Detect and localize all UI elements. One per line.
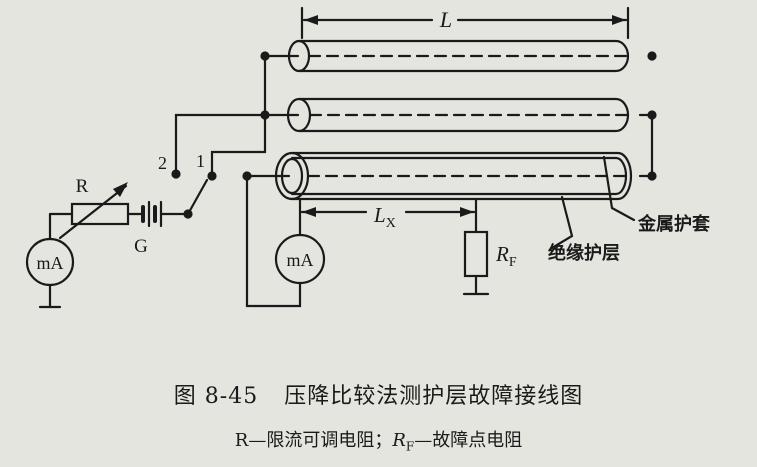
switch-blade <box>186 178 209 216</box>
legend-rf-subscript: F <box>405 439 415 454</box>
meter-left-label: mA <box>37 253 64 273</box>
insulation-label: 绝缘护层 <box>548 242 620 264</box>
variable-resistor-r: R <box>48 176 130 241</box>
rf-label: RF <box>495 242 517 270</box>
meter-right-label: mA <box>287 250 314 270</box>
annotations: 金属护套 绝缘护层 <box>548 155 710 264</box>
lx-label: LX <box>373 203 396 231</box>
switch-pos-1-label: 1 <box>196 151 205 171</box>
switch-pos-2-label: 2 <box>158 153 167 173</box>
left-milliammeter: mA <box>25 237 75 309</box>
selector-switch: 2 1 <box>158 54 267 219</box>
far-end-jumper <box>638 113 654 178</box>
wiring-diagram: L 2 1 <box>25 6 710 309</box>
right-milliammeter: mA <box>245 174 326 308</box>
cable-top <box>260 39 657 73</box>
battery-g: G <box>126 200 190 257</box>
legend-rf-desc: —故障点电阻 <box>414 430 523 451</box>
length-label: L <box>439 7 452 32</box>
resistor-label: R <box>76 176 89 197</box>
fault-resistor-rf: RF <box>462 197 517 296</box>
figure-caption-legend: R—限流可调电阻；RF—故障点电阻 <box>0 426 757 454</box>
battery-label: G <box>134 236 148 257</box>
legend-rf-symbol: R <box>392 430 406 451</box>
length-dimension: L <box>300 6 630 40</box>
figure-number: 图 8-45 <box>173 384 259 409</box>
cable-bottom <box>242 151 657 201</box>
figure-title: 压降比较法测护层故障接线图 <box>284 384 584 409</box>
cable-middle <box>260 97 657 133</box>
lx-dimension: LX <box>300 203 476 231</box>
metal-sheath-label: 金属护套 <box>637 213 710 235</box>
figure-caption-title: 图 8-45 压降比较法测护层故障接线图 <box>0 378 757 410</box>
legend-r: R—限流可调电阻； <box>234 430 393 451</box>
